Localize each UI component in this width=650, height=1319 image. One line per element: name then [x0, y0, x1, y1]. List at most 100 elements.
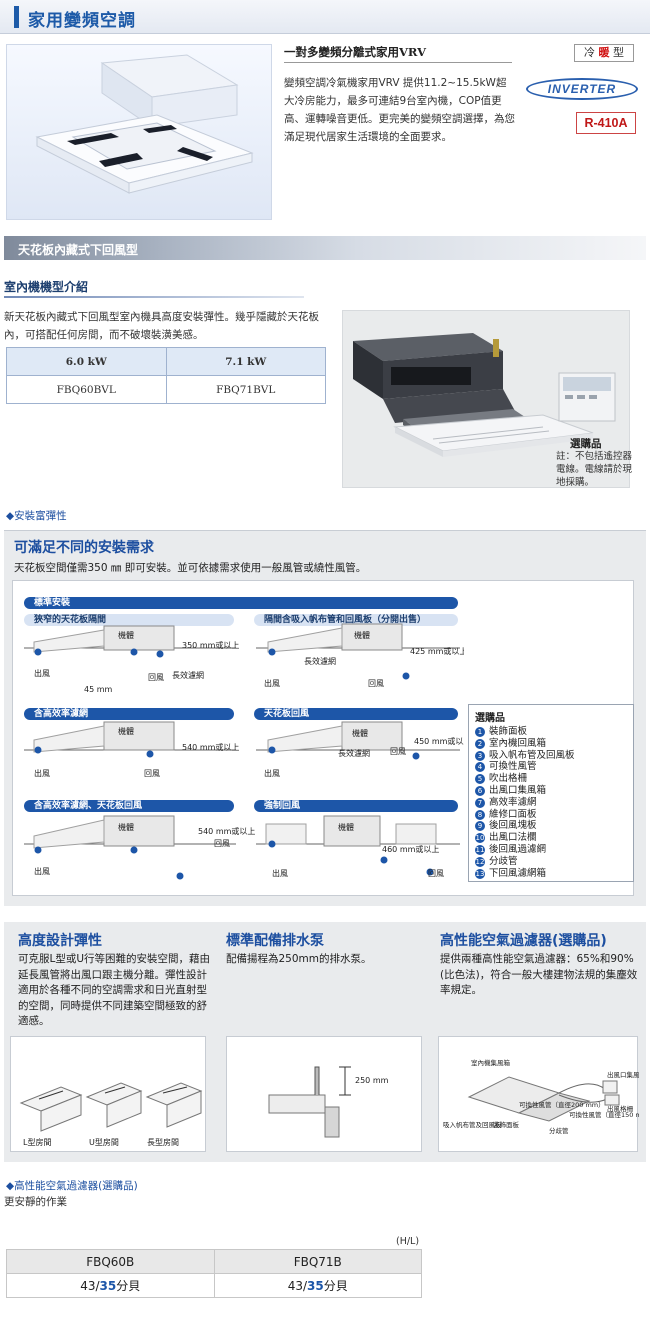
out-label: 出風 [264, 768, 280, 778]
unit-label: 機體 [354, 630, 370, 640]
install-schematics: 機體 機體 機體 機體 機體 機體 350 mm或以上 425 mm或以上 54… [24, 623, 464, 880]
optional-note: 註：不包括遙控器電線。電線請於現地採購。 [556, 451, 633, 488]
dim-350: 350 mm或以上 [182, 640, 239, 650]
table-cell: 43/35分貝 [6, 1273, 215, 1298]
list-item-label: 高效率濾網 [489, 796, 537, 808]
drain-pump-image: 250 mm [226, 1036, 422, 1152]
feature-title: 標準配備排水泵 [226, 933, 324, 949]
caption-canvas: 吸入帆布管及回風板 [443, 1120, 502, 1129]
unit-label: 機體 [118, 822, 134, 832]
list-item-label: 維修口面板 [489, 808, 537, 820]
install-title: 可滿足不同的安裝需求 [14, 540, 154, 556]
feature-desc: 可克服L型或U行等困難的安裝空間，藉由延長風管將出風口跟主機分離。彈性設計適用於… [18, 953, 211, 1027]
dim-45: 45 mm [84, 685, 113, 694]
caption-panel: 裝飾面板 [493, 1120, 520, 1129]
table-header: 6.0 kW [6, 347, 167, 376]
table-cell: FBQ71BVL [165, 375, 326, 404]
indoor-unit-underline [4, 296, 304, 298]
header-accent [14, 6, 19, 28]
noise-high: 43/ [287, 1279, 308, 1293]
return-label: 回風 [368, 679, 384, 688]
diamond-icon: ◆ [6, 510, 15, 522]
list-item-label: 可換性風管 [489, 761, 537, 773]
unit-label: 機體 [118, 726, 134, 736]
list-item-label: 吸入帆布管及回風板 [489, 749, 575, 761]
filter-link[interactable]: ◆高性能空氣過濾器(選購品) [6, 1178, 138, 1193]
noise-low: 35 [307, 1279, 324, 1293]
install-flex-link[interactable]: ◆安裝富彈性 [6, 508, 67, 523]
unit-label: 機體 [352, 728, 368, 738]
filter-link-label: 高性能空氣過濾器(選購品) [14, 1180, 138, 1192]
refrigerant-badge: R-410A [576, 112, 636, 134]
noise-table: FBQ60B FBQ71B 43/35分貝 43/35分貝 [6, 1249, 422, 1298]
standard-install-pill: 標準安裝 [24, 597, 458, 609]
forced-return-pill: 強制回風 [254, 800, 458, 812]
return-label: 回風 [214, 839, 230, 848]
feature-title: 高度設計彈性 [18, 933, 102, 949]
table-header: 7.1 kW [165, 347, 326, 376]
dim-460: 460 mm或以上 [382, 844, 439, 854]
unit-label: 機體 [118, 630, 134, 640]
list-item-label: 出風口集風箱 [489, 784, 547, 796]
filter-label: 長效濾網 [338, 748, 370, 758]
hero-divider [284, 62, 512, 63]
list-item-label: 室內機回風箱 [489, 737, 547, 749]
out-label: 出風 [34, 668, 50, 678]
diamond-icon: ◆ [6, 1180, 15, 1192]
optional-parts-title: 選購品 [475, 713, 505, 724]
caption-branch: 分歧管 [549, 1126, 569, 1135]
page-header: 家用變頻空調 [0, 0, 650, 34]
caption-grille: 出風格柵 [607, 1104, 634, 1113]
caption-duct-200: 可換性風管（直徑200 mm） [519, 1100, 605, 1109]
noise-high: 43/ [80, 1279, 100, 1293]
table-row: FBQ60BVL FBQ71BVL [6, 375, 326, 404]
optional-label: 選購品 [570, 438, 602, 450]
out-label: 出風 [34, 768, 50, 778]
high-filter-pill: 含高效率濾網 [24, 708, 234, 720]
filter-system-image: 室內機集風箱 出風口集風箱 可換性風管（直徑200 mm） 可換性風管（直徑15… [438, 1036, 650, 1152]
feature-desc: 配備揚程為250mm的排水泵。 [226, 953, 372, 965]
product-image [342, 310, 630, 488]
badge-heat-text: 暖 [598, 46, 610, 59]
cool-heat-badge: 冷 暖 型 [574, 44, 634, 62]
badge-cool-text: 冷 [584, 46, 595, 59]
feature-title: 高性能空氣過濾器(選購品) [440, 933, 607, 949]
list-item-label: 分歧管 [489, 855, 518, 867]
out-label: 出風 [34, 866, 50, 876]
badge-type-text: 型 [613, 46, 624, 59]
indoor-unit-title: 室內機機型介紹 [4, 280, 89, 294]
dim-425: 425 mm或以上 [410, 646, 464, 656]
hero-title: 一對多變頻分離式家用VRV [284, 45, 426, 59]
return-label: 回風 [148, 673, 164, 682]
return-label: 回風 [144, 769, 160, 778]
ceiling-return-pill: 天花板回風 [254, 708, 458, 720]
caption-outlet-box: 出風口集風箱 [607, 1070, 639, 1079]
install-flex-link-label: 安裝富彈性 [14, 510, 67, 522]
caption-u-room: U型房間 [89, 1137, 119, 1147]
table-cell: 43/35分貝 [213, 1273, 422, 1298]
partition-pill: 隔間含吸入帆布管和回風板（分開出售） [254, 614, 458, 626]
table-row: FBQ60B FBQ71B [6, 1249, 422, 1274]
dim-540: 540 mm或以上 [182, 742, 239, 752]
feature-desc: 提供兩種高性能空氣過濾器：65%和90%(比色法)，符合一般大樓建物法規的集塵效… [440, 953, 638, 996]
unit-label: 機體 [338, 822, 354, 832]
table-header: FBQ71B [213, 1249, 422, 1274]
list-item-label: 後回風塊板 [489, 820, 537, 832]
inverter-badge: INVERTER [526, 78, 638, 100]
dim-540b: 540 mm或以上 [198, 826, 255, 836]
filter-label: 長效濾網 [172, 670, 204, 680]
dim-250: 250 mm [355, 1076, 389, 1085]
page-title: 家用變頻空調 [28, 11, 136, 31]
narrow-ceiling-pill: 狹窄的天花板隔間 [24, 614, 234, 626]
filter-return-pill: 含高效率濾網、天花板回風 [24, 800, 234, 812]
